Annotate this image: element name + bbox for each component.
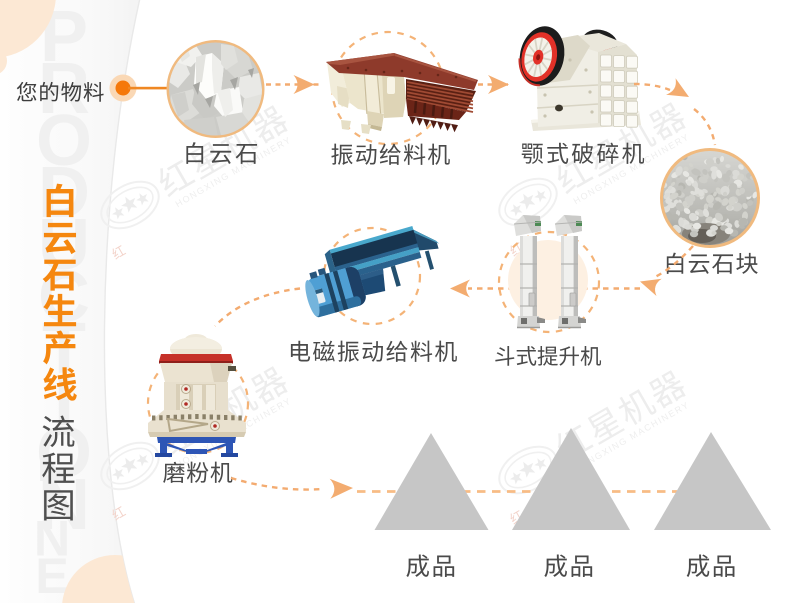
svg-text:U: U [38,205,90,285]
svg-text:E: E [35,548,68,603]
svg-text:O: O [36,101,92,181]
svg-text:N: N [34,511,70,567]
svg-text:I: I [45,473,59,529]
